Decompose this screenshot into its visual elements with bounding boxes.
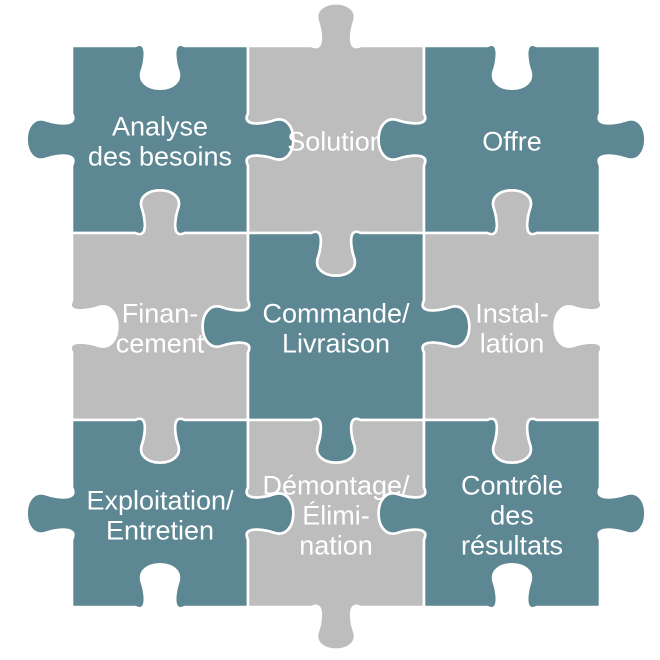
piece-label-solution: Solution [287, 127, 385, 157]
puzzle-piece-exploitation-entretien: Exploitation/Entretien [25, 417, 295, 610]
label-line: nation [299, 531, 373, 561]
label-line: Offre [482, 127, 542, 157]
piece-label-exploitation-entretien: Exploitation/Entretien [86, 486, 234, 546]
label-line: Livraison [282, 329, 390, 359]
label-line: Finan- [122, 299, 199, 329]
label-line: lation [480, 329, 545, 359]
piece-label-installation: Instal-lation [475, 299, 549, 359]
label-line: Solution [287, 127, 385, 157]
label-line: Exploitation/ [86, 486, 234, 516]
piece-label-commande-livraison: Commande/Livraison [262, 299, 410, 359]
puzzle-piece-commande-livraison: Commande/Livraison [201, 230, 471, 464]
label-line: Analyse [112, 112, 208, 142]
label-line: résultats [461, 531, 563, 561]
label-line: Instal- [475, 299, 549, 329]
label-line: cement [116, 329, 205, 359]
puzzle-piece-installation: Instal-lation [421, 189, 603, 464]
label-line: Commande/ [262, 299, 410, 329]
puzzle-piece-shape [377, 417, 647, 610]
puzzle-piece-solution: Solution [245, 2, 427, 277]
piece-label-financement: Finan-cement [116, 299, 205, 359]
piece-label-offre: Offre [482, 127, 542, 157]
label-line: des [490, 501, 534, 531]
label-line: des besoins [88, 142, 232, 172]
label-line: Élimi- [302, 501, 370, 531]
puzzle-piece-financement: Finan-cement [69, 189, 251, 464]
label-line: Contrôle [461, 471, 563, 501]
label-line: Entretien [106, 516, 214, 546]
